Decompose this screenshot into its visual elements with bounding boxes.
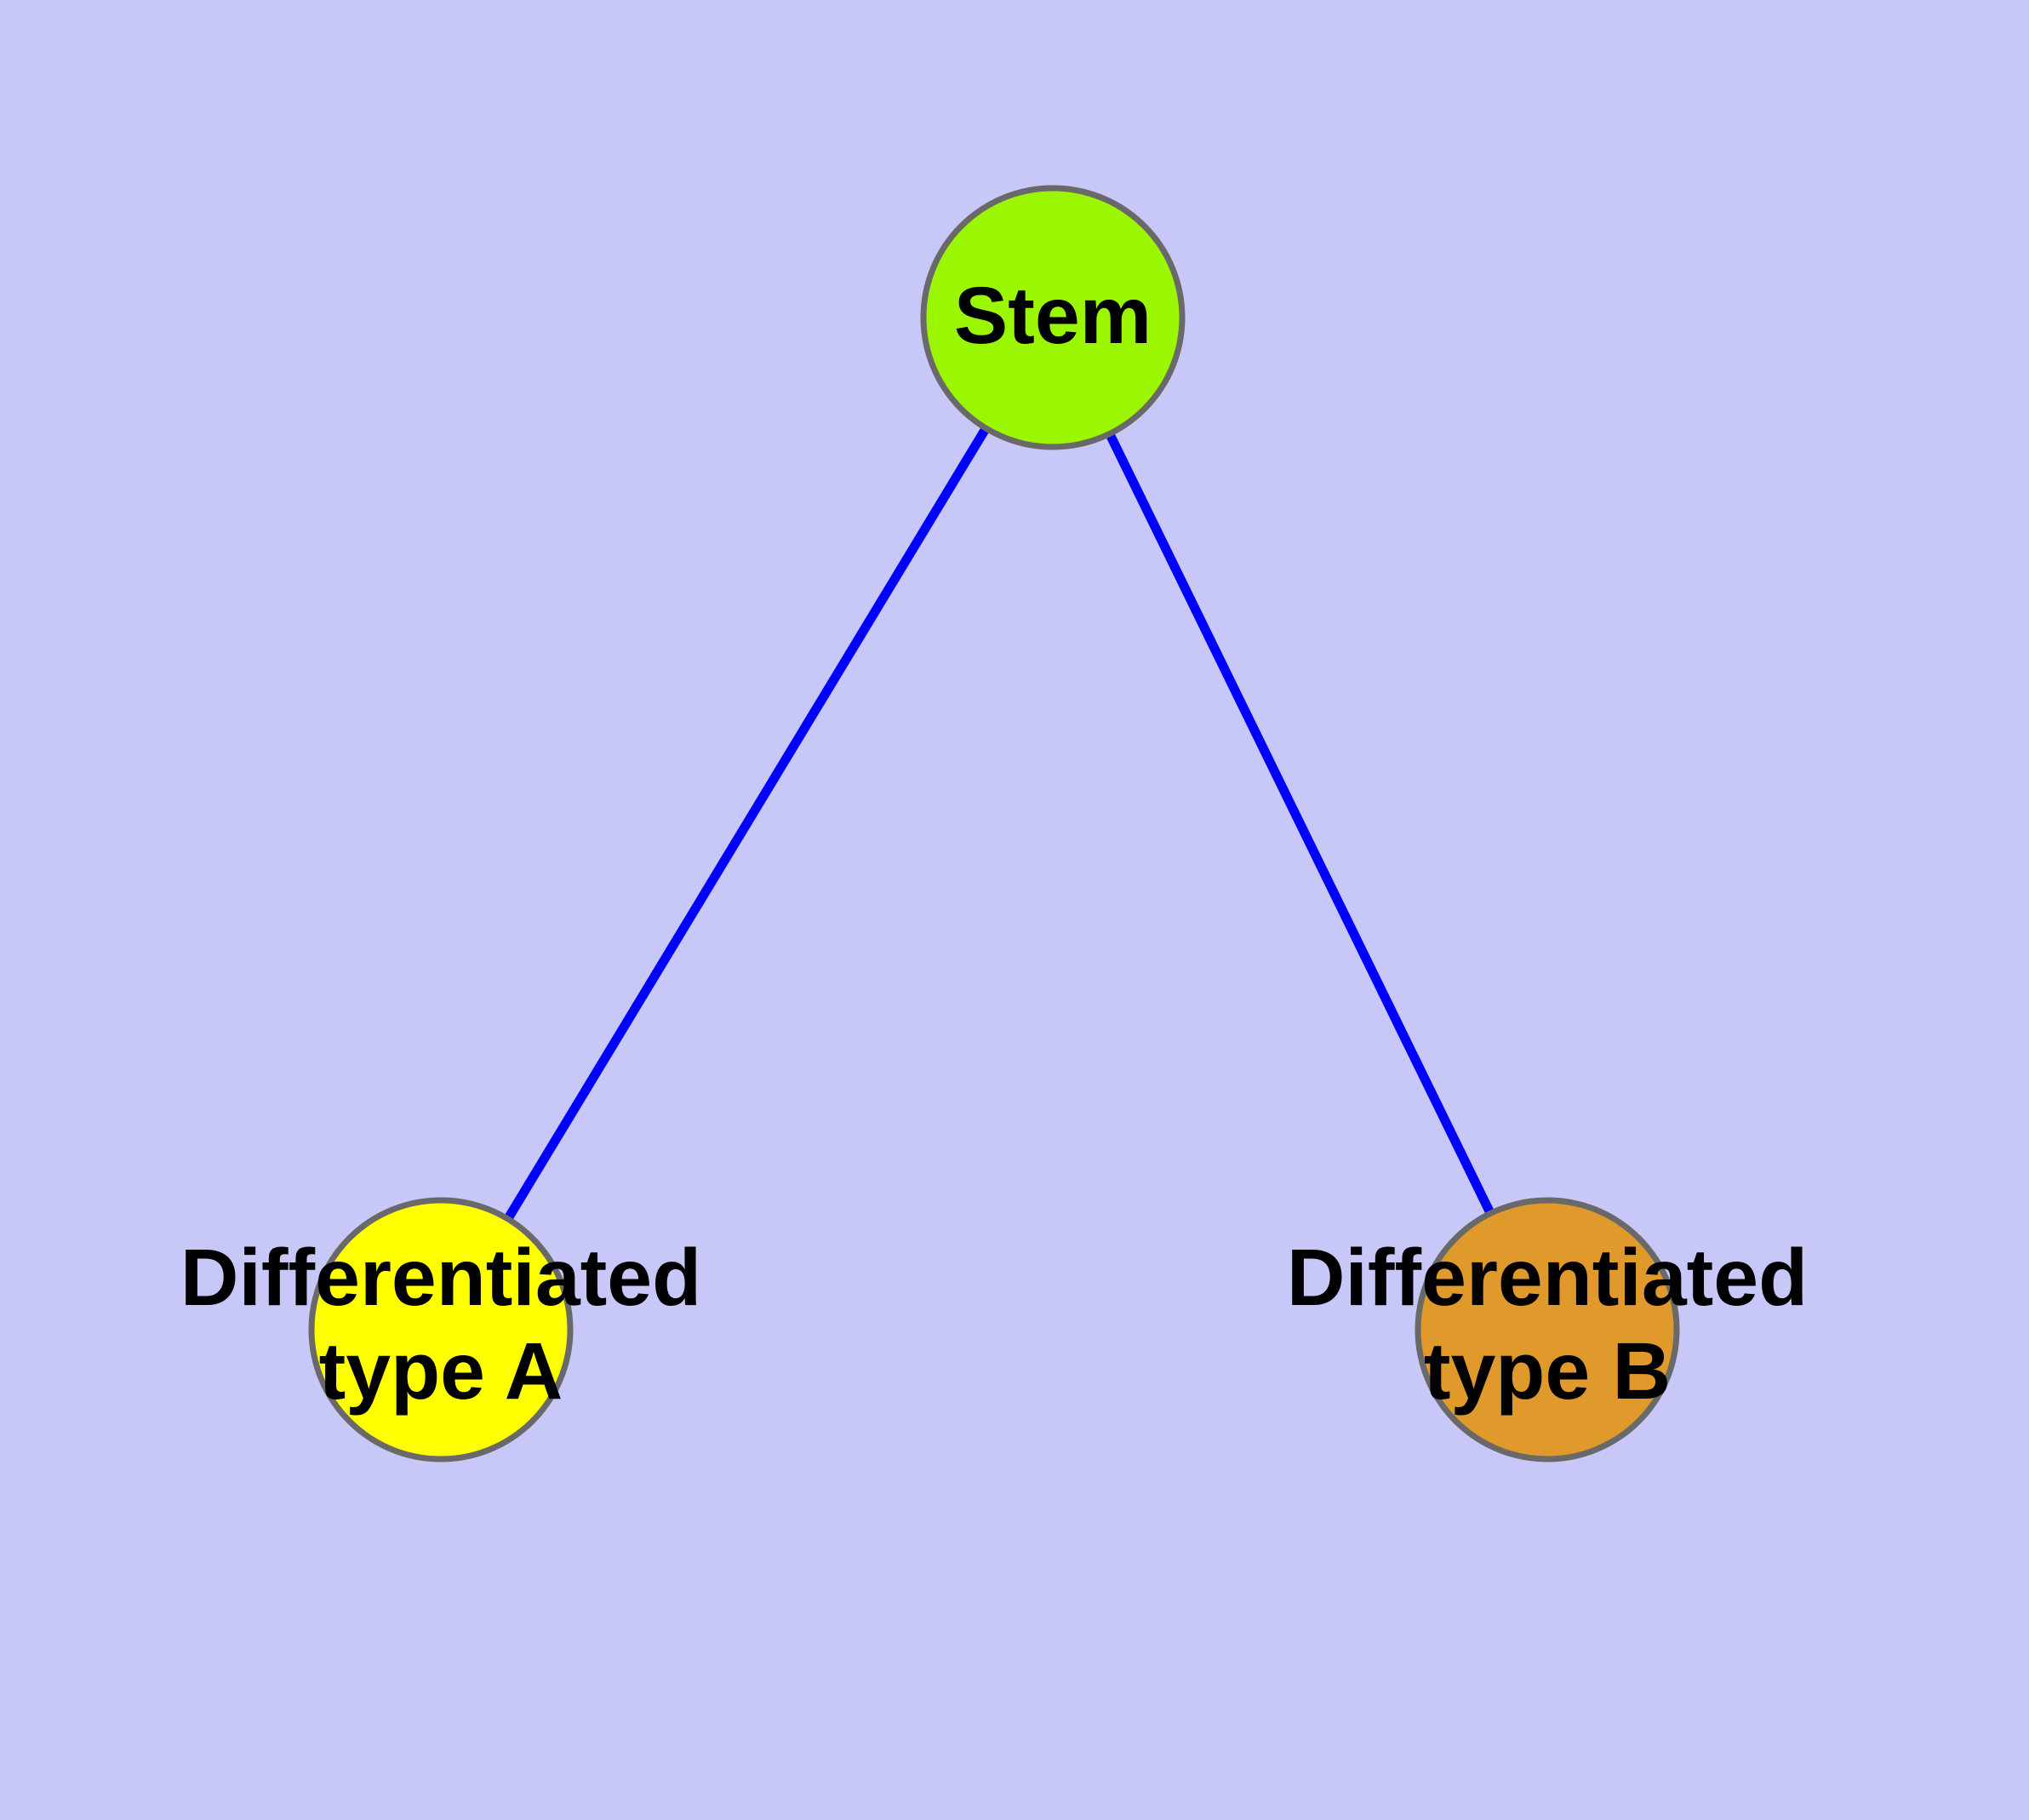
node-differentiated-type-b-label-line2: type B: [1424, 1326, 1671, 1417]
edge-stem-to-differentiated-type-b[interactable]: [1049, 315, 1552, 1332]
node-differentiated-type-a-circle[interactable]: [308, 1197, 574, 1462]
node-layer: [308, 185, 1680, 1462]
node-stem-label: Stem: [954, 271, 1152, 361]
node-differentiated-type-a-label-line1: Differentiated: [180, 1233, 701, 1323]
node-differentiated-type-a-label-line2: type A: [319, 1326, 563, 1417]
node-stem-circle[interactable]: [920, 185, 1186, 450]
edge-stem-to-differentiated-type-a[interactable]: [437, 315, 1057, 1332]
node-differentiated-type-b-label-line1: Differentiated: [1287, 1233, 1808, 1323]
edge-layer: [437, 315, 1552, 1332]
node-differentiated-type-b-circle[interactable]: [1415, 1197, 1680, 1462]
label-layer: Stem Differentiated type A Differentiate…: [180, 271, 1808, 1417]
